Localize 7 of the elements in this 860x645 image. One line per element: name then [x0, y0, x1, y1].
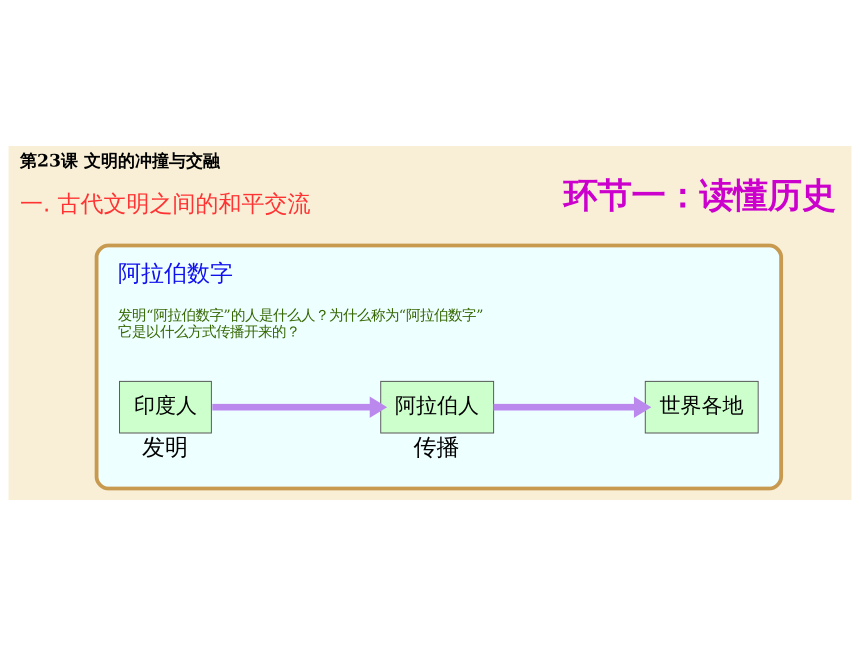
arrow	[494, 396, 652, 418]
node-label: 传播	[414, 434, 460, 461]
arrow	[212, 396, 388, 418]
diagram-title: 第23课 文明的冲撞与交融	[20, 150, 220, 171]
node-label: 发明	[142, 434, 188, 461]
label: 一. 古代文明之间的和平交流	[20, 190, 311, 217]
label: 环节一：读懂历史	[563, 176, 836, 216]
